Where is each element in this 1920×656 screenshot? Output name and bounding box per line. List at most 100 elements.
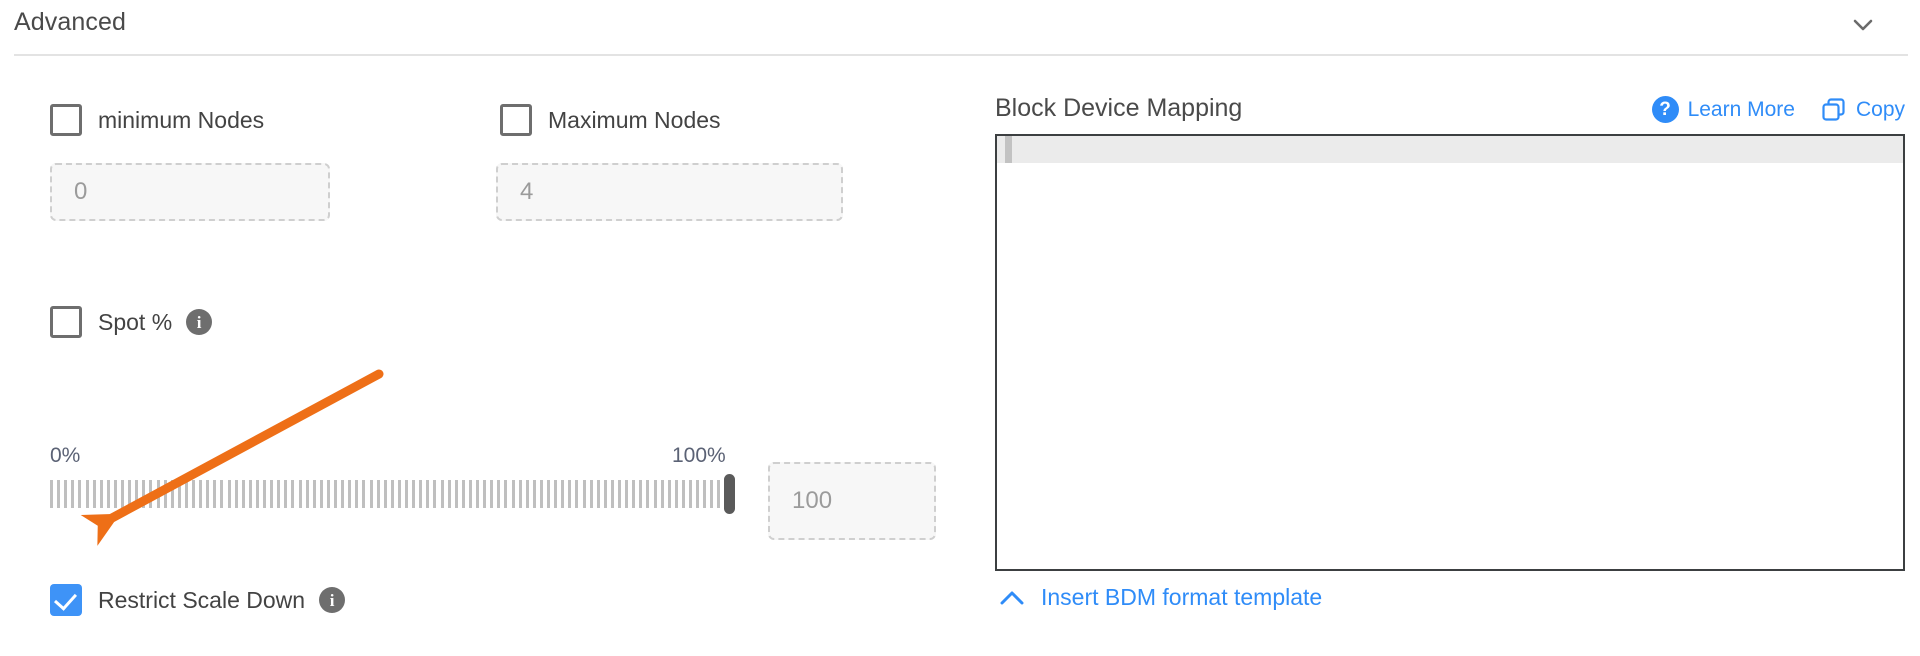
slider-tick xyxy=(241,480,245,508)
slider-tick xyxy=(85,480,89,508)
minimum-nodes-input[interactable]: 0 xyxy=(50,163,330,221)
slider-tick xyxy=(518,480,522,508)
slider-tick xyxy=(383,480,387,508)
slider-tick xyxy=(184,480,188,508)
learn-more-link[interactable]: ? Learn More xyxy=(1651,96,1795,123)
slider-tick xyxy=(397,480,401,508)
slider-tick xyxy=(646,480,650,508)
slider-tick xyxy=(419,480,423,508)
slider-tick xyxy=(92,480,96,508)
chevron-up-icon xyxy=(997,588,1027,608)
restrict-scale-down-checkbox[interactable] xyxy=(50,584,82,616)
slider-tick xyxy=(284,480,288,508)
advanced-left-column: minimum Nodes 0 Maximum Nodes 4 Spot % i… xyxy=(0,54,980,656)
slider-tick xyxy=(390,480,394,508)
slider-tick xyxy=(440,480,444,508)
slider-tick xyxy=(710,480,714,508)
block-device-mapping-editor[interactable] xyxy=(995,134,1905,571)
slider-tick xyxy=(454,480,458,508)
slider-tick xyxy=(405,480,408,508)
minimum-nodes-checkbox[interactable] xyxy=(50,104,82,136)
copy-link[interactable]: Copy xyxy=(1821,97,1905,123)
slider-thumb[interactable] xyxy=(724,474,735,514)
editor-gutter xyxy=(1005,136,1012,163)
slider-tick xyxy=(412,480,416,508)
spot-percent-value-placeholder: 100 xyxy=(792,487,833,514)
slider-tick xyxy=(696,480,700,508)
slider-tick xyxy=(326,480,330,508)
slider-tick xyxy=(667,480,671,508)
chevron-down-icon[interactable] xyxy=(1848,10,1878,40)
spot-percent-info-icon[interactable]: i xyxy=(186,309,213,335)
slider-track[interactable] xyxy=(50,474,736,514)
slider-min-label: 0% xyxy=(50,444,81,467)
slider-tick xyxy=(234,480,238,508)
maximum-nodes-input-placeholder: 4 xyxy=(520,178,534,205)
slider-tick xyxy=(142,480,146,508)
minimum-nodes-label: minimum Nodes xyxy=(98,106,265,133)
slider-tick xyxy=(128,480,132,508)
slider-tick xyxy=(703,480,707,508)
restrict-scale-down-info-icon[interactable]: i xyxy=(319,587,346,613)
slider-tick xyxy=(632,480,636,508)
slider-tick xyxy=(78,480,82,508)
slider-tick xyxy=(681,480,685,508)
slider-tick xyxy=(610,480,614,508)
slider-tick xyxy=(192,480,195,508)
slider-tick xyxy=(149,480,153,508)
slider-tick xyxy=(57,480,61,508)
slider-tick xyxy=(539,480,543,508)
slider-tick xyxy=(575,480,579,508)
slider-tick xyxy=(376,480,380,508)
maximum-nodes-row: Maximum Nodes xyxy=(500,104,721,136)
slider-tick xyxy=(206,480,210,508)
slider-tick xyxy=(476,480,479,508)
slider-tick xyxy=(568,480,572,508)
slider-tick xyxy=(170,480,174,508)
editor-active-line xyxy=(997,136,1903,163)
slider-tick xyxy=(618,480,621,508)
page-title: Advanced xyxy=(14,8,126,36)
slider-tick xyxy=(99,480,103,508)
slider-tick xyxy=(660,480,664,508)
question-mark-icon: ? xyxy=(1651,96,1679,123)
slider-tick xyxy=(121,480,124,508)
spot-percent-slider[interactable]: 0% 100% xyxy=(50,444,750,524)
slider-tick xyxy=(582,480,586,508)
slider-tick xyxy=(603,480,607,508)
maximum-nodes-checkbox[interactable] xyxy=(500,104,532,136)
slider-tick xyxy=(625,480,629,508)
slider-tick xyxy=(113,480,117,508)
slider-tick xyxy=(547,480,550,508)
slider-tick xyxy=(50,480,53,508)
slider-tick xyxy=(483,480,487,508)
block-device-mapping-actions: ? Learn More Copy xyxy=(1651,96,1905,123)
slider-tick xyxy=(156,480,160,508)
slider-tick xyxy=(163,480,167,508)
slider-tick xyxy=(270,480,274,508)
restrict-scale-down-row: Restrict Scale Down i xyxy=(50,584,346,616)
slider-tick xyxy=(589,480,593,508)
restrict-scale-down-label: Restrict Scale Down xyxy=(98,586,306,613)
slider-tick xyxy=(525,480,529,508)
maximum-nodes-input[interactable]: 4 xyxy=(496,163,843,221)
slider-tick xyxy=(348,480,352,508)
insert-bdm-template-link[interactable]: Insert BDM format template xyxy=(997,584,1322,611)
learn-more-label: Learn More xyxy=(1687,97,1795,121)
slider-tick xyxy=(312,480,316,508)
slider-tick xyxy=(497,480,501,508)
slider-tick xyxy=(334,480,337,508)
slider-tick xyxy=(298,480,302,508)
slider-tick xyxy=(426,480,430,508)
insert-bdm-template-label: Insert BDM format template xyxy=(1041,584,1323,610)
slider-tick xyxy=(717,480,721,508)
advanced-panel-header[interactable]: Advanced xyxy=(0,0,1920,54)
slider-tick xyxy=(447,480,451,508)
slider-tick xyxy=(64,480,68,508)
slider-tick xyxy=(263,480,266,508)
minimum-nodes-row: minimum Nodes xyxy=(50,104,264,136)
spot-percent-value-input[interactable]: 100 xyxy=(768,462,936,540)
spot-percent-checkbox[interactable] xyxy=(50,306,82,338)
slider-tick xyxy=(362,480,366,508)
slider-tick xyxy=(305,480,309,508)
